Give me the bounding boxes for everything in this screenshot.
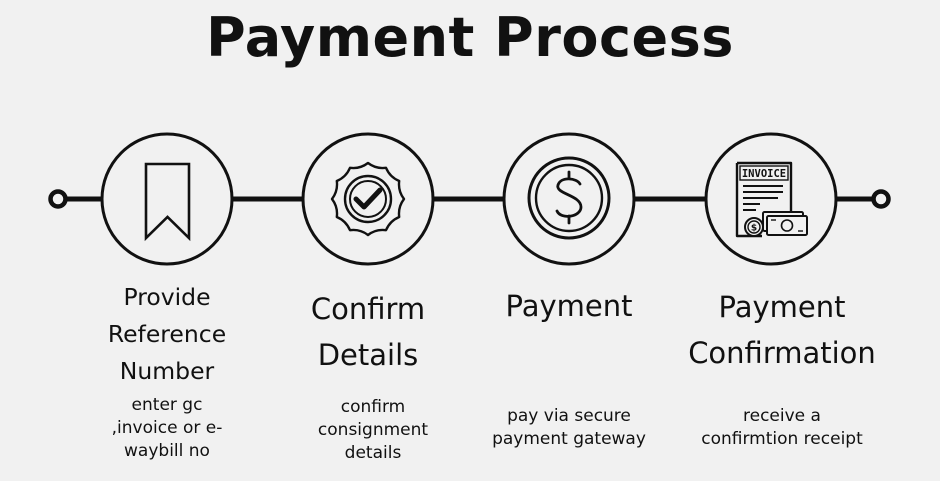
step-1-description: enter gc ,invoice or e- waybill no xyxy=(111,395,223,461)
step-2-description: confirm consignment details xyxy=(317,397,429,463)
invoice-icon: INVOICE $ xyxy=(735,161,808,238)
page-title: Payment Process xyxy=(206,6,734,69)
svg-text:$: $ xyxy=(751,224,757,234)
step-2-title: Confirm Details xyxy=(310,292,426,372)
step-1-circle xyxy=(100,132,234,266)
bookmark-icon xyxy=(144,162,191,242)
step-1-title: Provide Reference Number xyxy=(107,283,227,385)
step-4-title: Payment Confirmation xyxy=(688,290,876,370)
timeline-start-node xyxy=(48,189,68,209)
step-4-circle: INVOICE $ xyxy=(704,132,838,266)
step-2-circle xyxy=(301,132,435,266)
verified-badge-icon xyxy=(330,161,406,237)
step-3-description: pay via secure payment gateway xyxy=(492,406,646,449)
step-3-title: Payment xyxy=(505,289,633,323)
invoice-icon-label: INVOICE xyxy=(742,168,786,180)
timeline-end-node xyxy=(871,189,891,209)
step-3-circle xyxy=(502,132,636,266)
step-4-description: receive a confirmtion receipt xyxy=(701,406,863,449)
dollar-coin-icon xyxy=(527,156,611,240)
